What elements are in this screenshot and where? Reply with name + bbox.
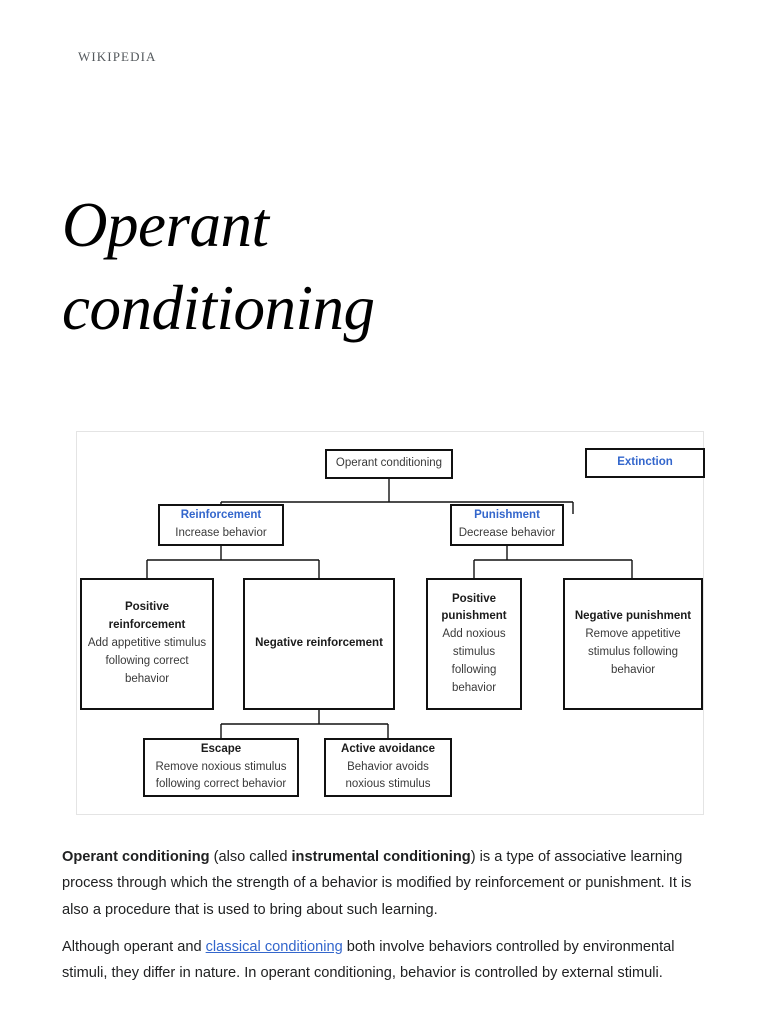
node-punishment[interactable]: Punishment Decrease behavior (450, 504, 564, 546)
node-title-link[interactable]: Punishment (474, 509, 540, 522)
lead-paragraph: Operant conditioning (also called instru… (62, 844, 704, 924)
node-title: Negative reinforcement (255, 637, 383, 650)
node-positive-punishment[interactable]: Positive punishment Add noxious stimulus… (426, 578, 522, 710)
node-subtitle: Remove noxious stimulus following correc… (155, 760, 287, 791)
node-title: Operant conditioning (335, 457, 443, 470)
wikipedia-wordmark: Wikipedia (78, 45, 157, 65)
node-title: Positive reinforcement (108, 601, 186, 632)
page-title: Operant conditioning (62, 190, 375, 344)
lead-text-1: (also called (209, 848, 292, 865)
alt-term: instrumental conditioning (291, 848, 471, 865)
node-negative-reinforcement[interactable]: Negative reinforcement (243, 578, 395, 710)
node-title: Active avoidance (341, 742, 435, 755)
link-classical-conditioning[interactable]: classical conditioning (205, 938, 343, 955)
node-title: Escape (200, 742, 242, 755)
node-reinforcement[interactable]: Reinforcement Increase behavior (158, 504, 284, 546)
lead-text-2: ) is a type of associative learning proc… (62, 848, 692, 918)
node-subtitle: Increase behavior (175, 527, 267, 539)
node-subtitle: Behavior avoids noxious stimulus (345, 760, 431, 791)
node-subtitle: Add appetitive stimulus following correc… (87, 637, 207, 685)
node-positive-reinforcement[interactable]: Positive reinforcement Add appetitive st… (80, 578, 214, 710)
node-active-avoidance[interactable]: Active avoidance Behavior avoids noxious… (324, 738, 452, 797)
node-extinction[interactable]: Extinction (585, 448, 705, 478)
operant-conditioning-diagram: Operant conditioning Extinction Reinforc… (76, 431, 705, 816)
node-subtitle: Decrease behavior (458, 527, 556, 539)
node-negative-punishment[interactable]: Negative punishment Remove appetitive st… (563, 578, 703, 710)
node-operant-conditioning[interactable]: Operant conditioning (325, 449, 453, 479)
lead-term: Operant conditioning (62, 848, 210, 865)
node-title: Positive punishment (441, 592, 507, 623)
diagram-connector-lines (146, 479, 633, 738)
node-subtitle: Remove appetitive stimulus following beh… (585, 628, 681, 676)
node-title: Negative punishment (574, 610, 692, 623)
second-paragraph: Although operant and classical condition… (62, 934, 704, 987)
node-escape[interactable]: Escape Remove noxious stimulus following… (143, 738, 299, 797)
para2-text-2: both involve behaviors controlled by env… (62, 938, 675, 982)
diagram-canvas: Operant conditioning Extinction Reinforc… (77, 432, 705, 816)
node-title-link[interactable]: Reinforcement (180, 509, 262, 522)
node-title-link[interactable]: Extinction (617, 456, 673, 469)
node-subtitle: Add noxious stimulus following behavior (442, 628, 506, 694)
para2-text-1: Although operant and (62, 938, 206, 955)
